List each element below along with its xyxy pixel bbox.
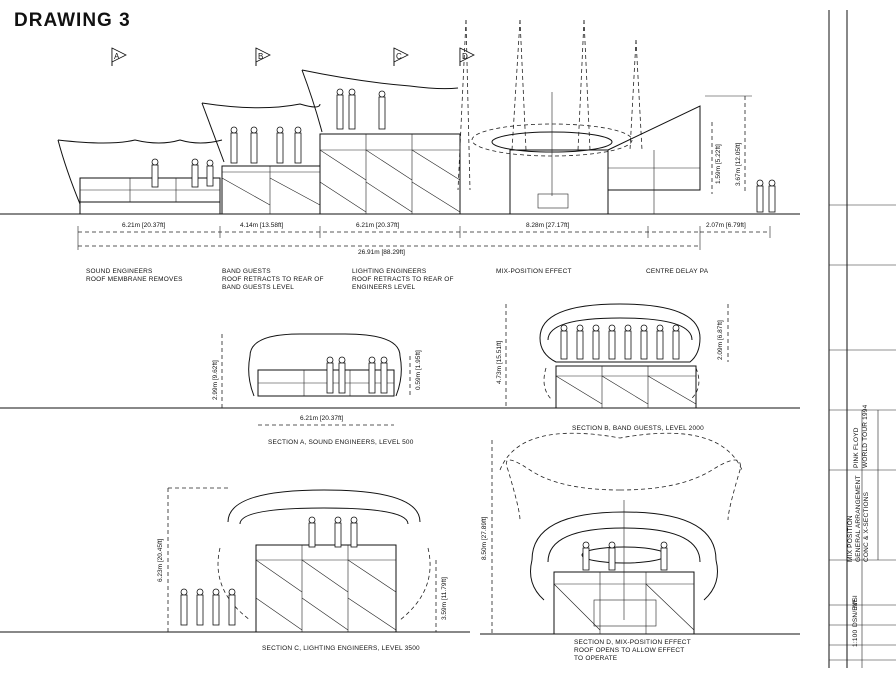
marker-flag-a: A <box>111 47 127 66</box>
label-light-3: ENGINEERS LEVEL <box>352 284 416 291</box>
title-block: PINK FLOYD WORLD TOUR 1994 MIX POSITION … <box>828 10 896 668</box>
section-c-height: 6.23m [20.45ft] <box>157 538 164 582</box>
label-mix: MIX-POSITION EFFECT <box>496 268 572 275</box>
drawing-desc-3: CONC & X-SECTIONS <box>863 491 870 562</box>
drawing-scale: 1:100 <box>852 630 859 647</box>
section-d-caption-1: SECTION D, MIX-POSITION EFFECT <box>574 639 691 646</box>
section-d-height: 8.50m [27.89ft] <box>481 516 488 560</box>
label-sound-1: SOUND ENGINEERS <box>86 268 153 275</box>
elevation-view: A B C D <box>0 19 800 291</box>
dim-sound: 6.21m [20.37ft] <box>122 222 166 229</box>
section-a: 2.99m [9.62ft] 0.59m [1.95ft] 6.21m [20.… <box>212 333 422 446</box>
svg-text:B: B <box>258 52 263 61</box>
section-d: 8.50m [27.89ft] SECTION D, MIX-POSITION … <box>480 432 800 662</box>
section-a-caption: SECTION A, SOUND ENGINEERS, LEVEL 500 <box>268 439 414 446</box>
section-b: 4.73m [15.51ft] 2.09m [6.87ft] SECTION B… <box>496 303 729 432</box>
section-d-caption-3: TO OPERATE <box>574 655 618 662</box>
section-c-inner: 3.59m [11.79ft] <box>441 577 448 620</box>
marker-flag-c: C <box>393 47 409 66</box>
section-c-caption: SECTION C, LIGHTING ENGINEERS, LEVEL 350… <box>262 645 420 652</box>
label-light-1: LIGHTING ENGINEERS <box>352 268 427 275</box>
client-tour: WORLD TOUR 1994 <box>862 404 869 468</box>
label-light-2: ROOF RETRACTS TO REAR OF <box>352 276 454 283</box>
label-delay: CENTRE DELAY PA <box>646 268 709 275</box>
section-a-width: 6.21m [20.37ft] <box>300 415 344 422</box>
drawn-by: MF <box>852 598 859 608</box>
section-c: 6.23m [20.45ft] 3.59m [11.79ft] SECTION … <box>0 487 470 652</box>
crowd-figures <box>151 88 776 213</box>
drawing-desc-1: MIX POSITION <box>847 515 854 562</box>
section-a-inner: 0.59m [1.95ft] <box>415 350 422 390</box>
drawing-desc-2: GENERAL ARRANGEMENT <box>855 475 862 562</box>
client-name: PINK FLOYD <box>853 427 860 468</box>
svg-text:C: C <box>396 52 402 61</box>
svg-text:D: D <box>462 52 468 61</box>
dim-vertical-1: 1.59m [5.22ft] <box>715 144 722 184</box>
dim-total: 26.91m [88.29ft] <box>358 249 405 256</box>
dim-lighting: 6.21m [20.37ft] <box>356 222 400 229</box>
dim-band: 4.14m [13.58ft] <box>240 222 284 229</box>
dim-delay: 2.07m [6.79ft] <box>706 222 746 229</box>
section-b-caption: SECTION B, BAND GUESTS, LEVEL 2000 <box>572 425 704 432</box>
section-a-height: 2.99m [9.62ft] <box>212 360 219 400</box>
section-b-height: 4.73m [15.51ft] <box>496 340 503 384</box>
label-band-1: BAND GUESTS <box>222 268 271 275</box>
section-d-caption-2: ROOF OPENS TO ALLOW EFFECT <box>574 647 684 654</box>
section-b-inner: 2.09m [6.87ft] <box>717 320 724 360</box>
label-band-3: BAND GUESTS LEVEL <box>222 284 294 291</box>
section-b-crowd <box>560 324 680 360</box>
label-sound-2: ROOF MEMBRANE REMOVES <box>86 276 183 283</box>
marker-flag-b: B <box>255 47 271 66</box>
drawing-number: DSN/EVSI <box>852 595 859 627</box>
label-band-2: ROOF RETRACTS TO REAR OF <box>222 276 324 283</box>
drawing-title: DRAWING 3 <box>14 10 131 31</box>
svg-text:A: A <box>114 52 120 61</box>
dim-mix: 8.28m [27.17ft] <box>526 222 570 229</box>
dim-vertical-2: 3.67m [12.05ft] <box>735 142 742 186</box>
